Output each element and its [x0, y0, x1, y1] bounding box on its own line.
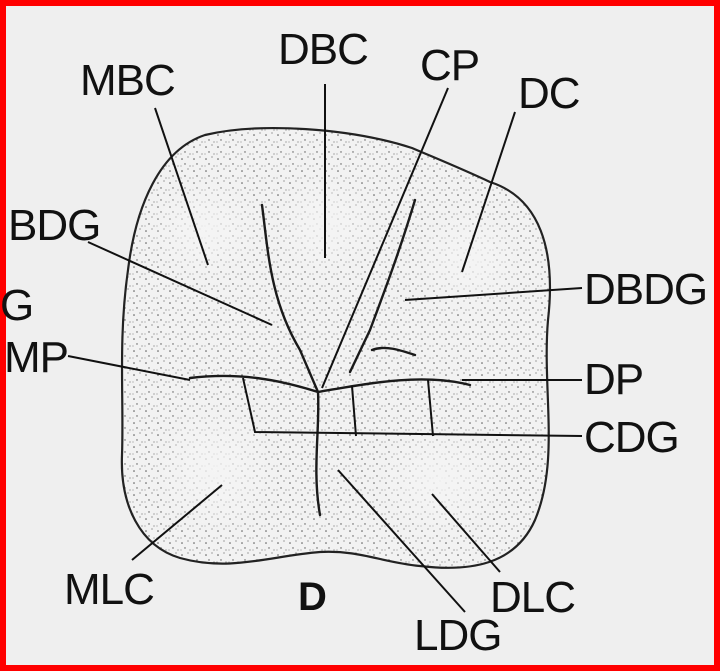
label-mbc: MBC — [80, 56, 175, 105]
label-ldg: LDG — [414, 611, 501, 660]
label-bdg: BDG — [8, 201, 100, 250]
mesiobuccal-cusp — [145, 175, 265, 285]
label-dc: DC — [518, 69, 580, 118]
label-cdg: CDG — [584, 413, 679, 462]
label-d: D — [298, 575, 327, 619]
distolingual-cusp — [370, 420, 510, 540]
label-mlc: MLC — [64, 565, 154, 614]
mesiolingual-cusp — [150, 400, 280, 540]
label-dbc: DBC — [278, 25, 368, 74]
label-dlc: DLC — [490, 573, 575, 622]
label-mp: MP — [4, 333, 68, 382]
label-g: G — [0, 281, 33, 330]
label-dbdg: DBDG — [584, 265, 707, 314]
label-dp: DP — [584, 355, 643, 404]
label-cp: CP — [420, 41, 479, 90]
